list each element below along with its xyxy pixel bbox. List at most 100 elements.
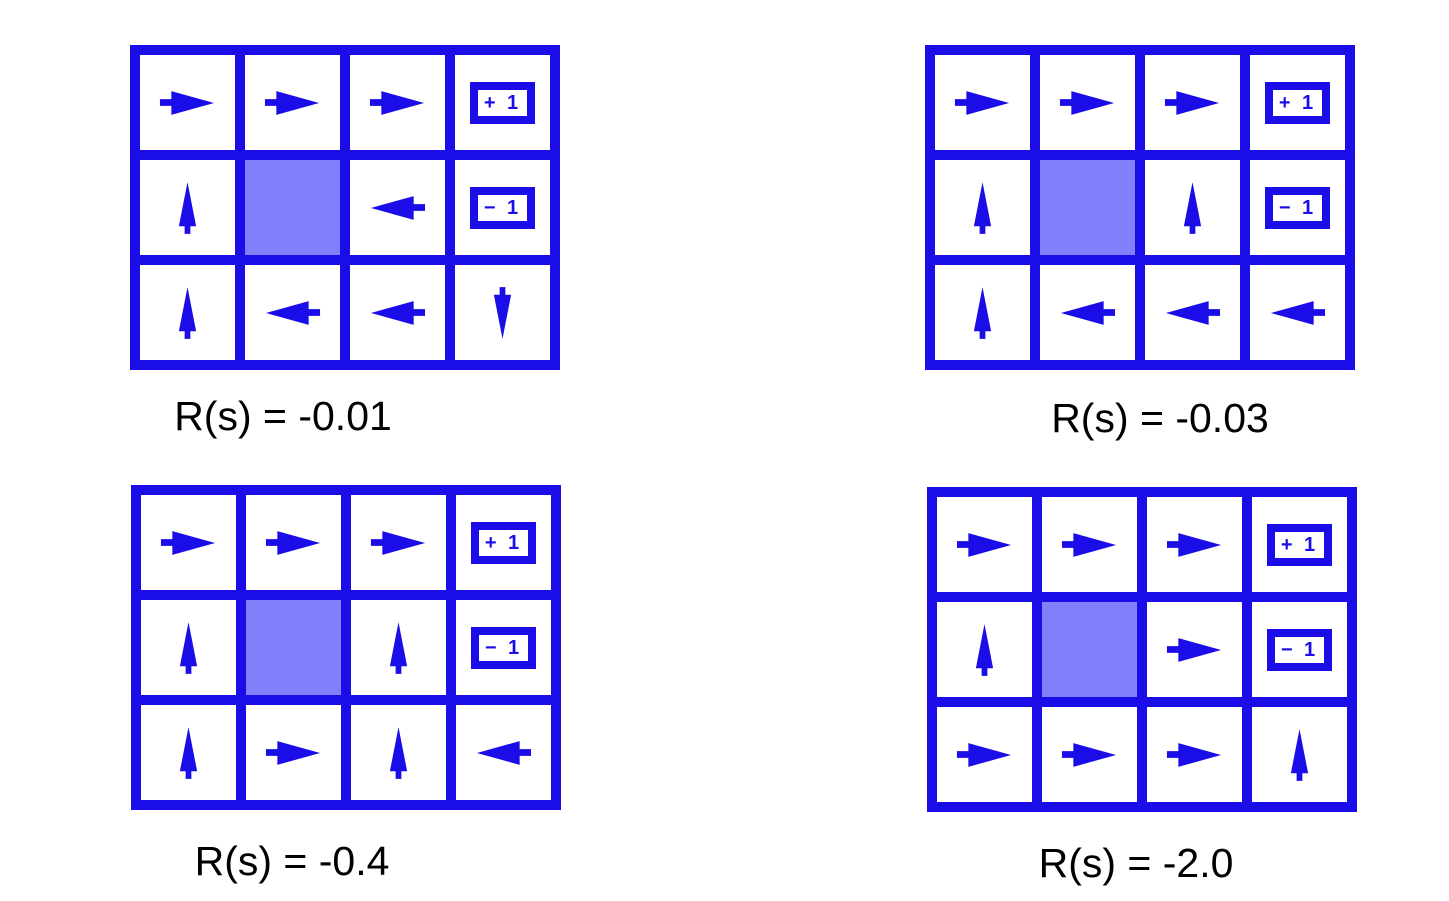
plus-one-box: + 1 — [469, 81, 536, 124]
policy-cell-up — [1252, 707, 1347, 802]
wall-cell — [245, 160, 340, 255]
wall-cell — [1042, 602, 1137, 697]
arrow-up-icon — [178, 181, 197, 234]
policy-cell-right — [1040, 55, 1135, 150]
policy-cell-left — [245, 265, 340, 360]
arrow-right-icon — [1059, 91, 1115, 115]
arrow-right-icon — [160, 531, 216, 555]
policy-cell-down — [455, 265, 550, 360]
policy-grid-1: + 1 − 1 — [130, 45, 560, 370]
wall-cell — [1040, 160, 1135, 255]
policy-grid-3: + 1 − 1 — [131, 485, 561, 810]
policy-cell-up — [1145, 160, 1240, 255]
arrow-right-icon — [1164, 91, 1220, 115]
policy-cell-right — [350, 55, 445, 150]
terminal-cell-plus-one: + 1 — [1250, 55, 1345, 150]
policy-cell-right — [140, 55, 235, 150]
arrow-right-icon — [1166, 638, 1222, 662]
policy-cell-up — [935, 265, 1030, 360]
policy-cell-right — [1147, 602, 1242, 697]
arrow-right-icon — [954, 91, 1010, 115]
arrow-up-icon — [178, 286, 197, 339]
policy-cell-up — [140, 160, 235, 255]
arrow-right-icon — [956, 743, 1012, 767]
policy-cell-up — [351, 600, 446, 695]
arrow-right-icon — [265, 741, 321, 765]
policy-cell-right — [937, 707, 1032, 802]
policy-cell-right — [1147, 497, 1242, 592]
plus-one-box: + 1 — [470, 521, 537, 564]
policy-cell-left — [1145, 265, 1240, 360]
plus-one-box: + 1 — [1264, 81, 1331, 124]
terminal-cell-plus-one: + 1 — [456, 495, 551, 590]
arrow-down-icon — [493, 286, 512, 339]
arrow-up-icon — [1290, 728, 1309, 781]
minus-one-box: − 1 — [470, 626, 537, 669]
arrow-right-icon — [264, 91, 320, 115]
arrow-up-icon — [179, 621, 198, 674]
arrow-right-icon — [265, 531, 321, 555]
arrow-up-icon — [179, 726, 198, 779]
arrow-right-icon — [1166, 533, 1222, 557]
policy-cell-up — [141, 600, 236, 695]
policy-cell-up — [351, 705, 446, 800]
arrow-up-icon — [973, 286, 992, 339]
policy-cell-right — [1147, 707, 1242, 802]
policy-grid-4: + 1 − 1 — [927, 487, 1357, 812]
minus-one-box: − 1 — [1264, 186, 1331, 229]
policy-cell-left — [456, 705, 551, 800]
wall-cell — [246, 600, 341, 695]
arrow-left-icon — [370, 301, 426, 325]
policy-cell-right — [1042, 497, 1137, 592]
arrow-right-icon — [1061, 743, 1117, 767]
policy-cell-left — [1250, 265, 1345, 360]
arrow-left-icon — [370, 196, 426, 220]
policy-cell-right — [1145, 55, 1240, 150]
minus-one-box: − 1 — [1266, 628, 1333, 671]
arrow-right-icon — [369, 91, 425, 115]
reward-label-1: R(s) = -0.01 — [174, 393, 392, 439]
policy-cell-right — [245, 55, 340, 150]
reward-label-3: R(s) = -0.4 — [194, 838, 390, 884]
arrow-up-icon — [973, 181, 992, 234]
policy-cell-right — [141, 495, 236, 590]
policy-cell-right — [246, 495, 341, 590]
policy-cell-up — [141, 705, 236, 800]
arrow-up-icon — [389, 621, 408, 674]
arrow-right-icon — [1061, 533, 1117, 557]
policy-cell-left — [350, 160, 445, 255]
policy-cell-right — [351, 495, 446, 590]
policy-cell-up — [935, 160, 1030, 255]
arrow-left-icon — [1270, 301, 1326, 325]
policy-grid-2: + 1 − 1 — [925, 45, 1355, 370]
arrow-right-icon — [956, 533, 1012, 557]
policy-cell-right — [1042, 707, 1137, 802]
policy-cell-right — [246, 705, 341, 800]
reward-label-2: R(s) = -0.03 — [1051, 395, 1269, 441]
arrow-right-icon — [1166, 743, 1222, 767]
minus-one-box: − 1 — [469, 186, 536, 229]
terminal-cell-plus-one: + 1 — [1252, 497, 1347, 592]
arrow-up-icon — [389, 726, 408, 779]
terminal-cell-minus-one: − 1 — [455, 160, 550, 255]
arrow-left-icon — [265, 301, 321, 325]
arrow-up-icon — [975, 623, 994, 676]
policy-cell-left — [350, 265, 445, 360]
policy-cell-up — [140, 265, 235, 360]
arrow-left-icon — [1060, 301, 1116, 325]
arrow-right-icon — [370, 531, 426, 555]
arrow-up-icon — [1183, 181, 1202, 234]
plus-one-box: + 1 — [1266, 523, 1333, 566]
arrow-left-icon — [1165, 301, 1221, 325]
terminal-cell-minus-one: − 1 — [1250, 160, 1345, 255]
terminal-cell-plus-one: + 1 — [455, 55, 550, 150]
policy-cell-right — [935, 55, 1030, 150]
policy-cell-up — [937, 602, 1032, 697]
terminal-cell-minus-one: − 1 — [1252, 602, 1347, 697]
arrow-left-icon — [476, 741, 532, 765]
arrow-right-icon — [159, 91, 215, 115]
policy-cell-left — [1040, 265, 1135, 360]
reward-label-4: R(s) = -2.0 — [1038, 840, 1234, 886]
terminal-cell-minus-one: − 1 — [456, 600, 551, 695]
policy-cell-right — [937, 497, 1032, 592]
